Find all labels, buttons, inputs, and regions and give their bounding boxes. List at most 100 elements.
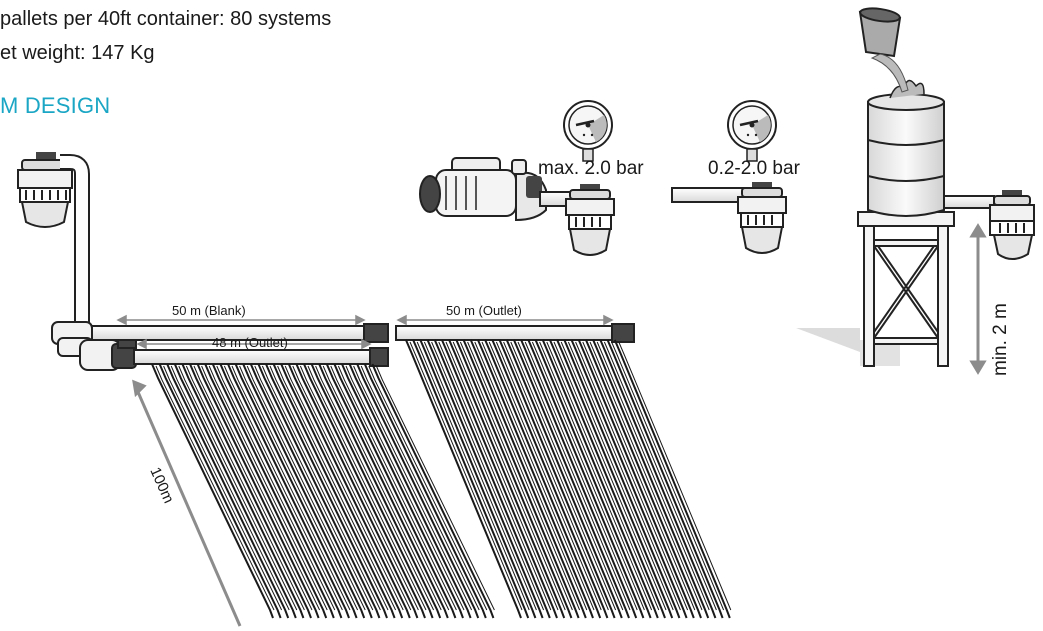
- label-lateral-outlet-right: 50 m (Outlet): [446, 303, 522, 318]
- drip-line-right: [570, 339, 688, 619]
- drip-line-left: [356, 363, 480, 619]
- tank-stand-icon: [857, 211, 955, 367]
- tank-outlet-pipe: [943, 195, 995, 209]
- drip-line-left-edge: [330, 365, 450, 611]
- drip-line-left-edge: [261, 365, 381, 611]
- drip-line-right-edge: [431, 341, 545, 611]
- drip-line-left-edge: [208, 365, 328, 611]
- drip-line-left: [211, 363, 335, 619]
- drip-line-left: [189, 363, 312, 619]
- drip-line-right-edge: [409, 341, 523, 611]
- drip-line-left: [363, 363, 487, 619]
- drip-line-left-edge: [223, 365, 343, 611]
- drip-line-right-edge: [539, 341, 653, 611]
- tank-shadow: [796, 328, 900, 366]
- gauge-2-icon: [727, 100, 777, 162]
- drip-line-right-edge: [495, 341, 609, 611]
- drip-line-right-edge: [517, 341, 631, 611]
- drip-line-left-edge: [277, 365, 397, 611]
- spec-containers: pallets per 40ft container: 80 systems: [0, 8, 332, 30]
- section-heading: M DESIGN: [0, 93, 111, 118]
- drip-line-right: [462, 339, 580, 619]
- drip-line-left: [196, 363, 320, 619]
- drip-line-right-edge: [575, 341, 689, 611]
- drip-line-right-edge: [546, 341, 660, 611]
- drip-line-right-edge: [589, 341, 703, 611]
- drip-line-right: [426, 339, 544, 619]
- tank-filter-icon: [989, 190, 1035, 260]
- drip-line-right: [491, 339, 609, 619]
- drip-line-right-edge: [416, 341, 530, 611]
- drip-line-right-edge: [474, 341, 588, 611]
- drip-line-right: [556, 339, 674, 619]
- drip-line-left: [295, 363, 419, 619]
- drip-line-left-edge: [353, 365, 473, 611]
- drip-line-right: [498, 339, 616, 619]
- label-lateral-blank: 50 m (Blank): [172, 303, 246, 318]
- drip-line-left: [158, 363, 282, 619]
- drip-line-left-edge: [315, 365, 435, 611]
- dimension-100m-arrow: [132, 379, 242, 627]
- drip-line-right: [549, 339, 666, 619]
- drip-line-left-edge: [322, 365, 442, 611]
- drip-line-left: [173, 363, 297, 619]
- drip-line-left: [265, 363, 388, 619]
- drip-line-right: [513, 339, 630, 619]
- drip-line-left: [287, 363, 411, 619]
- drip-line-left: [257, 363, 381, 619]
- drip-line-right: [505, 339, 623, 619]
- drip-line-left: [280, 363, 404, 619]
- dimension-tank-height-label: min. 2 m: [990, 303, 1011, 376]
- drip-line-left-edge: [269, 365, 389, 611]
- label-lateral-outlet-left: 48 m (Outlet): [212, 335, 288, 350]
- drip-line-left-edge: [193, 365, 313, 611]
- drip-line-right-edge: [452, 341, 566, 611]
- drip-line-right-edge: [567, 341, 681, 611]
- drip-line-left: [325, 363, 449, 619]
- gauge-2-label: 0.2-2.0 bar: [708, 158, 801, 179]
- drip-line-left-edge: [155, 365, 275, 611]
- drip-line-right-edge: [603, 341, 717, 611]
- lateral-outlet-left-pipe: [133, 347, 389, 367]
- drip-line-left: [249, 363, 373, 619]
- drip-lines-left: [151, 363, 495, 619]
- drip-line-right-edge: [503, 341, 617, 611]
- drip-line-right: [613, 339, 731, 619]
- drip-line-right: [405, 339, 522, 619]
- drip-line-right: [520, 339, 638, 619]
- drip-line-left-edge: [239, 365, 359, 611]
- drip-line-right: [433, 339, 551, 619]
- dimension-tank-height-arrow: [969, 223, 987, 375]
- left-filter-icon: [17, 152, 73, 228]
- drip-line-left-edge: [368, 365, 488, 611]
- drip-line-left: [166, 363, 290, 619]
- gauge-1-label: max. 2.0 bar: [538, 158, 644, 179]
- lateral-blank-pipe: [91, 323, 389, 343]
- drip-line-left: [181, 363, 305, 619]
- drip-line-right-edge: [459, 341, 573, 611]
- drip-line-right: [527, 339, 645, 619]
- drip-line-left: [303, 363, 426, 619]
- drip-line-right: [412, 339, 530, 619]
- drip-line-left-edge: [292, 365, 412, 611]
- drip-line-right: [455, 339, 573, 619]
- drip-line-right: [419, 339, 537, 619]
- drip-line-right-edge: [596, 341, 710, 611]
- drip-line-right: [541, 339, 659, 619]
- spec-weight: et weight: 147 Kg: [0, 42, 155, 64]
- drip-line-left: [219, 363, 343, 619]
- drip-line-left-edge: [178, 365, 298, 611]
- drip-line-right: [477, 339, 594, 619]
- drip-line-right-edge: [481, 341, 595, 611]
- drip-line-left-edge: [299, 365, 419, 611]
- drip-line-right: [563, 339, 681, 619]
- drip-line-left-edge: [375, 365, 495, 611]
- drip-line-left-edge: [360, 365, 480, 611]
- drip-line-right-edge: [510, 341, 624, 611]
- drip-line-left: [318, 363, 442, 619]
- drip-line-left-edge: [231, 365, 351, 611]
- drip-line-right: [448, 339, 566, 619]
- bucket-pouring-icon: [858, 7, 909, 93]
- drip-line-right-edge: [611, 341, 725, 611]
